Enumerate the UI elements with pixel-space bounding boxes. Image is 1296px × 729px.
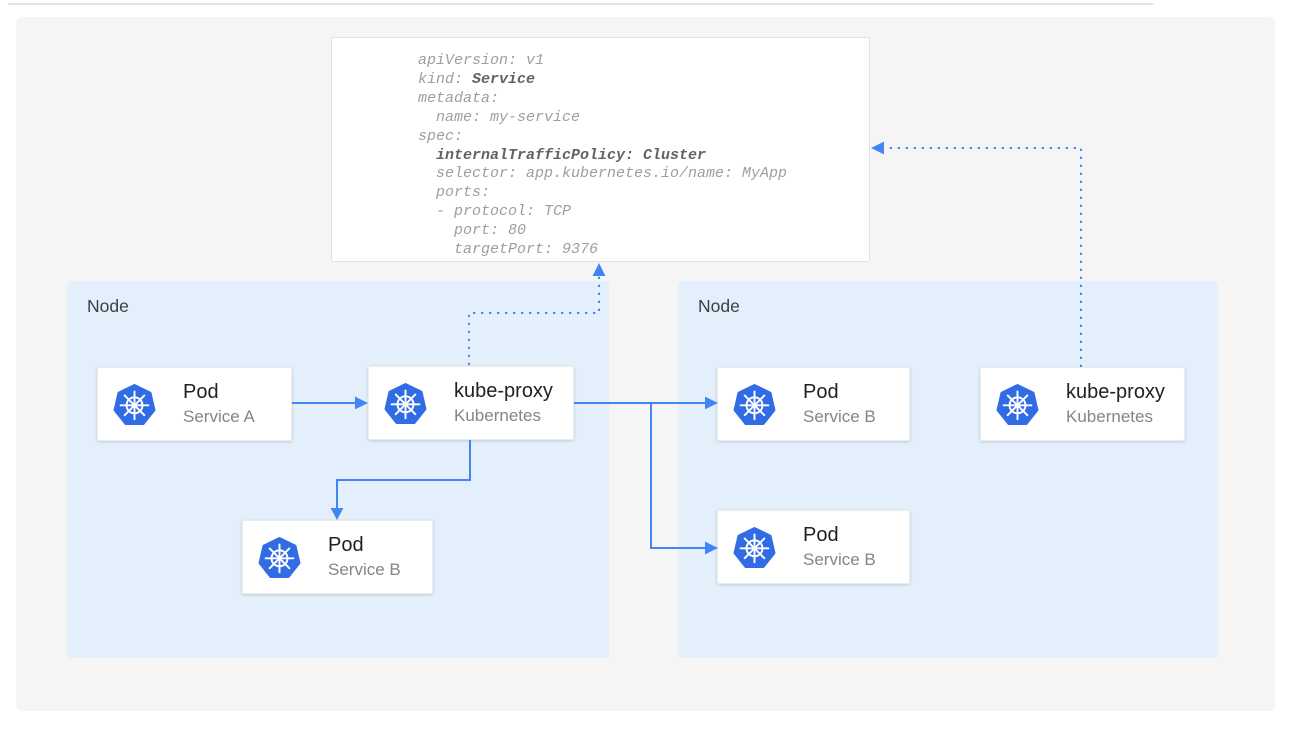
kube-proxy-left-card: kube-proxy Kubernetes xyxy=(368,366,574,440)
node-left-container: Node xyxy=(67,281,609,658)
pod-service-a-card: Pod Service A xyxy=(97,367,292,441)
pod-service-b-left-card: Pod Service B xyxy=(242,520,433,594)
top-divider-line xyxy=(8,3,1154,5)
kubernetes-logo-icon xyxy=(113,383,156,425)
yaml-line: selector: app.kubernetes.io/name: MyApp xyxy=(418,165,788,183)
kubernetes-logo-icon xyxy=(384,382,427,424)
kube-proxy-right-card: kube-proxy Kubernetes xyxy=(980,367,1185,441)
kubernetes-logo-icon xyxy=(258,536,301,578)
yaml-line: kind: Service xyxy=(418,70,536,88)
kubernetes-logo-icon xyxy=(733,383,776,425)
card-subtitle: Kubernetes xyxy=(1066,407,1153,426)
pod-service-b-right-top-card: Pod Service B xyxy=(717,367,910,441)
yaml-line: apiVersion: v1 xyxy=(418,52,545,69)
node-left-label: Node xyxy=(87,296,129,316)
pod-service-b-right-bottom-card: Pod Service B xyxy=(717,510,910,584)
card-subtitle: Service B xyxy=(803,550,876,569)
yaml-line: port: 80 xyxy=(418,222,527,240)
yaml-line: internalTrafficPolicy: Cluster xyxy=(436,146,707,164)
card-subtitle: Service A xyxy=(183,407,255,426)
yaml-line: ports: xyxy=(418,184,491,202)
kubernetes-logo-icon xyxy=(733,526,776,568)
kubernetes-logo-icon xyxy=(996,383,1039,425)
node-right-label: Node xyxy=(698,296,740,316)
card-title: kube-proxy xyxy=(1066,381,1165,403)
node-right-container: Node xyxy=(678,281,1218,658)
yaml-line: metadata: xyxy=(418,89,500,107)
yaml-line: name: my-service xyxy=(418,108,581,126)
card-title: Pod xyxy=(803,381,839,403)
yaml-line: - protocol: TCP xyxy=(418,203,572,221)
yaml-line: targetPort: 9376 xyxy=(418,241,599,259)
card-title: Pod xyxy=(803,524,839,546)
card-subtitle: Service B xyxy=(803,407,876,426)
service-yaml-panel: apiVersion: v1 kind: Service metadata: n… xyxy=(331,37,870,262)
card-title: Pod xyxy=(183,381,219,403)
card-subtitle: Service B xyxy=(328,560,401,579)
card-subtitle: Kubernetes xyxy=(454,406,541,425)
card-title: kube-proxy xyxy=(454,380,553,402)
card-title: Pod xyxy=(328,534,364,556)
yaml-line: spec: xyxy=(418,127,464,145)
